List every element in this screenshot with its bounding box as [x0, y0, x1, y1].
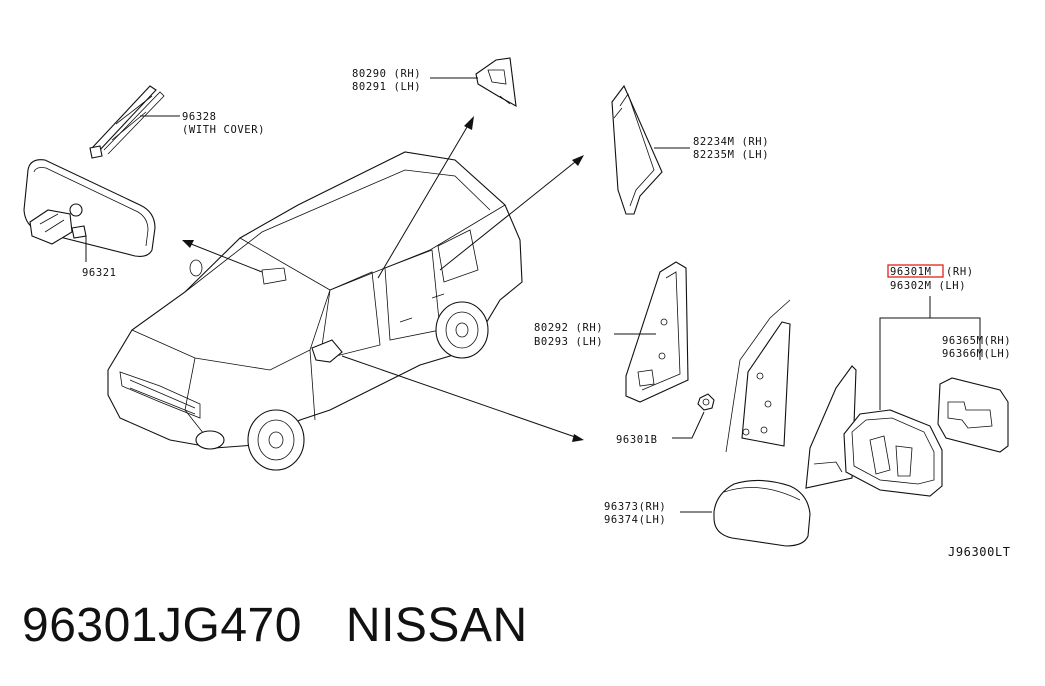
label-80291: 80291 (LH) — [352, 81, 421, 93]
mirror-base-panel-drawing — [725, 299, 791, 453]
label-96321: 96321 — [82, 267, 117, 279]
label-80292: 80292 (RH) — [534, 322, 603, 334]
label-96373: 96373(RH) — [604, 501, 666, 513]
label-96328: 96328 — [182, 111, 217, 123]
label-96301m: 96301M — [890, 266, 932, 278]
label-80290: 80290 (RH) — [352, 68, 421, 80]
label-96374: 96374(LH) — [604, 514, 666, 526]
vehicle-drawing — [107, 151, 523, 471]
parts-diagram: 80290 (RH) 80291 (LH) 96328 (WITH COVER)… — [23, 57, 1011, 559]
callout-arrows — [182, 116, 584, 442]
door-sash-82234-drawing — [611, 84, 663, 215]
label-96301m-side: (RH) — [946, 266, 974, 278]
caption: 96301JG470 NISSAN — [22, 598, 528, 653]
label-96365m: 96365M(RH) — [942, 335, 1011, 347]
bracket-80290-drawing — [475, 57, 517, 108]
mirror-cover-96373-drawing — [713, 479, 811, 547]
mirror-glass-96365-drawing — [937, 377, 1009, 453]
brand-name: NISSAN — [345, 599, 528, 652]
label-96301b: 96301B — [616, 434, 658, 446]
garnish-80292-drawing — [625, 261, 689, 403]
label-80293: B0293 (LH) — [534, 336, 603, 348]
label-96328-note: (WITH COVER) — [182, 124, 265, 136]
rear-view-mirror-drawing — [23, 159, 156, 257]
label-82235m: 82235M (LH) — [693, 149, 769, 161]
mirror-cover-drawing — [89, 85, 165, 159]
label-82234m: 82234M (RH) — [693, 136, 769, 148]
nut-96301b-drawing — [697, 393, 715, 411]
part-number: 96301JG470 — [22, 599, 302, 652]
door-mirror-assembly-drawing — [805, 365, 943, 497]
highlight-box — [887, 264, 944, 278]
label-96366m: 96366M(LH) — [942, 348, 1011, 360]
label-96302m: 96302M (LH) — [890, 280, 966, 292]
diagram-code: J96300LT — [948, 545, 1011, 559]
